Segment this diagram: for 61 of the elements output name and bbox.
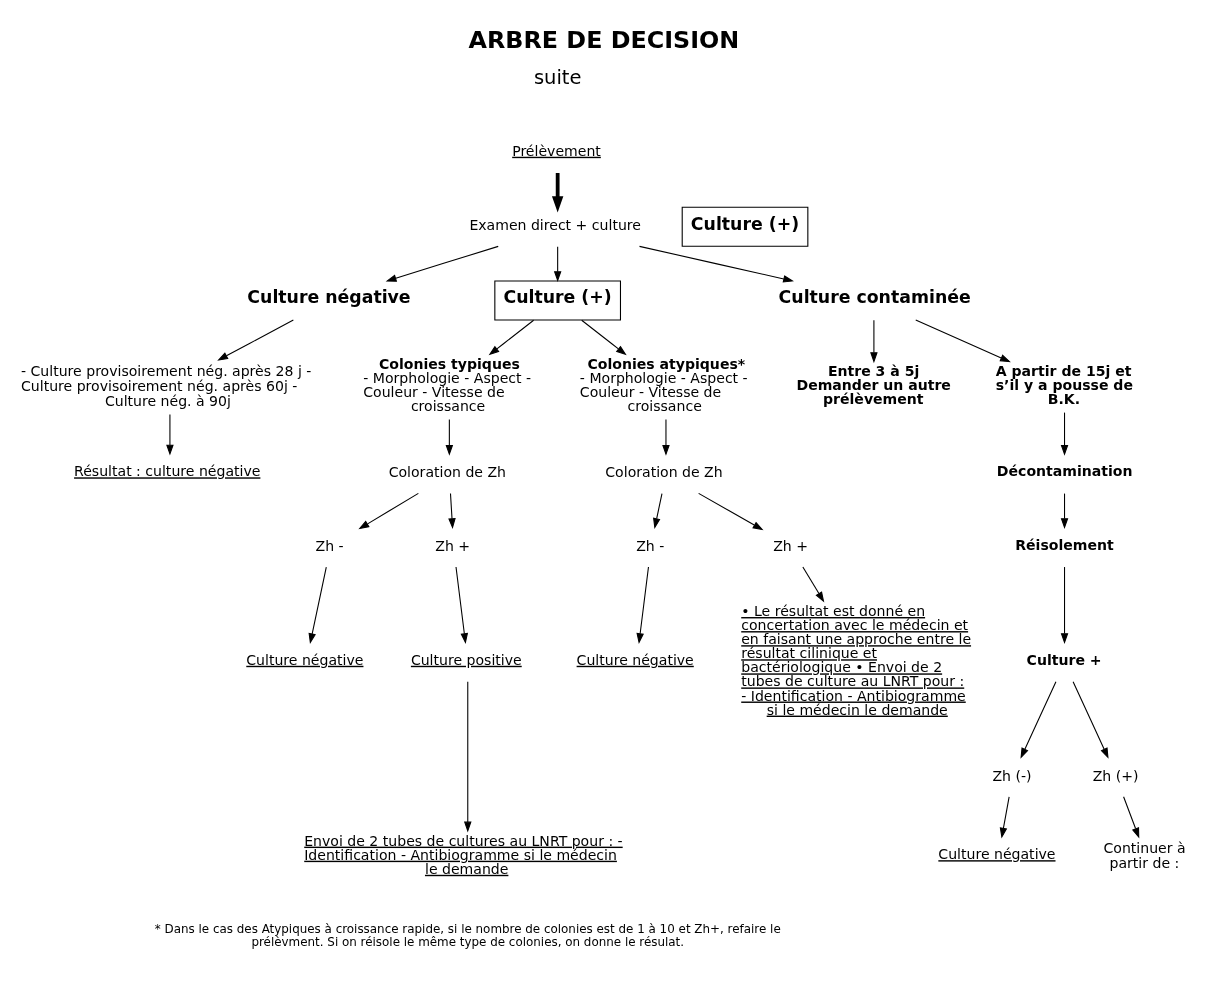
arrow — [1020, 681, 1057, 759]
node-box: Culture (+) — [494, 280, 621, 321]
node-text: Colonies atypiques* - Morphologie - Aspect - Couleur - Vitesse de croissance — [579, 356, 748, 415]
node-text: Examen direct + culture — [469, 217, 641, 234]
node-text: Prélèvement — [512, 142, 601, 159]
node-text: • Le résultat est donné en concertation avec le médecin et en faisant une approche entre le résultat cilinique et bactériologique • Envoi de 2 tubes de culture au LNRT pour : - Identification - Antibiogramme si le médecin le demande — [741, 603, 972, 718]
arrow — [553, 246, 562, 283]
arrow — [551, 173, 564, 213]
node-text: Entre 3 à 5j Demander un autre prélèvement — [796, 363, 951, 408]
arrow — [1072, 681, 1109, 759]
arrow — [870, 319, 878, 364]
arrow — [385, 245, 499, 282]
arrow — [636, 566, 649, 645]
node-text: Zh - — [315, 538, 344, 555]
label: suite — [533, 66, 582, 90]
node-text: Zh - — [636, 538, 665, 555]
node-text: Colonies typiques - Morphologie - Aspect - Couleur - Vitesse de croissance — [363, 356, 532, 415]
node-text: Zh + — [773, 538, 808, 555]
arrow — [581, 319, 627, 356]
arrow — [915, 319, 1011, 363]
arrow — [999, 796, 1010, 839]
arrow — [662, 419, 670, 456]
arrow — [217, 319, 294, 361]
arrow — [1123, 796, 1140, 839]
node-text: A partir de 15j et s’il y a pousse de B.K. — [995, 363, 1133, 408]
arrow — [358, 492, 419, 530]
arrow — [445, 419, 454, 456]
arrow — [448, 493, 456, 529]
node-text: Décontamination — [996, 463, 1133, 480]
arrow — [802, 566, 825, 603]
node-text: Culture négative — [246, 651, 364, 668]
node-text: Culture positive — [410, 651, 522, 668]
node-text: Coloration de Zh — [388, 464, 507, 481]
arrow — [638, 245, 794, 283]
node-text: Zh (+) — [1092, 767, 1139, 784]
node-text: - Culture provisoirement nég. après 28 j - Culture provisoirement nég. après 60j - Culture nég. à 90j — [21, 362, 312, 409]
arrow — [166, 413, 174, 456]
node-text: Culture contaminée — [778, 287, 971, 308]
node-text: Envoi de 2 tubes de cultures au LNRT pour : - Identification - Antibiogramme si le médecin le demande — [304, 832, 623, 877]
arrow — [1060, 566, 1069, 645]
arrow — [1060, 412, 1069, 456]
node-text: Zh (-) — [992, 767, 1032, 784]
arrow — [488, 319, 535, 356]
node-text: Zh + — [435, 538, 471, 555]
node-text: Culture négative — [247, 287, 411, 308]
node-text: Réisolement — [1015, 536, 1114, 553]
caption: * Dans le cas des Atypiques à croissance rapide, si le nombre de colonies est de 1 à 10 et Zh+, refaire le prélèvment. Si on réisole le même type de colonies, on donne le résulat. — [154, 921, 781, 949]
arrow — [308, 566, 327, 645]
node-text: Culture négative — [576, 651, 694, 668]
arrow — [463, 681, 472, 833]
node-text: Résultat : culture négative — [74, 463, 261, 480]
node-text: Culture négative — [938, 846, 1056, 863]
arrow — [653, 493, 663, 529]
arrow — [698, 492, 764, 531]
arrow — [1060, 493, 1069, 529]
node-box: Culture (+) — [681, 206, 809, 247]
node-text: Continuer à partir de : — [1103, 839, 1186, 871]
node-text: Coloration de Zh — [605, 464, 723, 481]
node-text: Culture + — [1026, 651, 1102, 668]
diagram-title: ARBRE DE DECISION — [468, 25, 740, 54]
arrow — [455, 566, 469, 645]
